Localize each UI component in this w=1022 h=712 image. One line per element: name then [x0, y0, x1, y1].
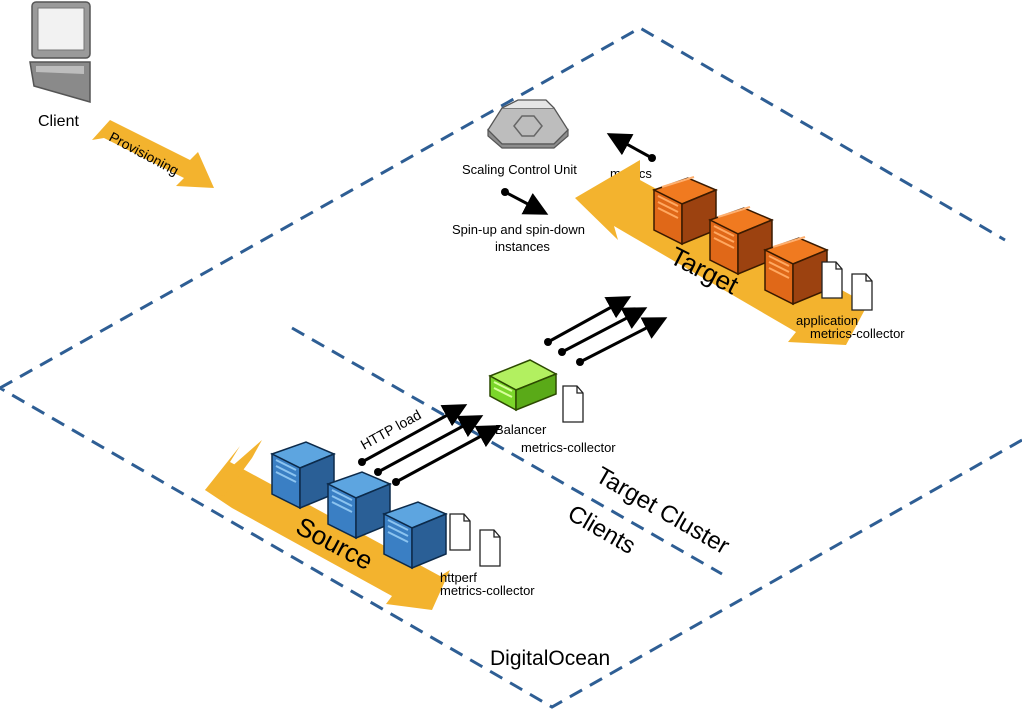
scaling-unit-label: Scaling Control Unit [462, 162, 577, 177]
http-load-arrows [358, 404, 502, 486]
provisioning-arrow [92, 120, 214, 188]
digitalocean-boundary [0, 26, 1022, 709]
balancer-doc-icon [562, 385, 584, 423]
spin-label-2: instances [495, 239, 550, 254]
router-icon[interactable] [487, 99, 569, 149]
client-label: Client [38, 113, 79, 130]
region-label: DigitalOcean [490, 647, 610, 670]
spin-arrow [504, 190, 549, 215]
cluster-divider [291, 326, 723, 576]
clients-label: Clients [563, 500, 640, 560]
target-files-1: application [796, 313, 858, 328]
balancer-file-label: metrics-collector [521, 440, 616, 455]
balancer-label: Balancer [495, 422, 547, 437]
computer-icon[interactable] [29, 1, 91, 103]
balancer-box-icon[interactable] [488, 359, 558, 412]
metrics-arrow [606, 133, 653, 160]
spin-label-1: Spin-up and spin-down [452, 222, 585, 237]
source-files-2: metrics-collector [440, 583, 535, 598]
document-icon [449, 513, 501, 567]
target-files-2: metrics-collector [810, 326, 905, 341]
source-files-1: httperf [440, 570, 477, 585]
balancer-to-target-arrows [544, 296, 668, 366]
source-band [205, 446, 450, 610]
